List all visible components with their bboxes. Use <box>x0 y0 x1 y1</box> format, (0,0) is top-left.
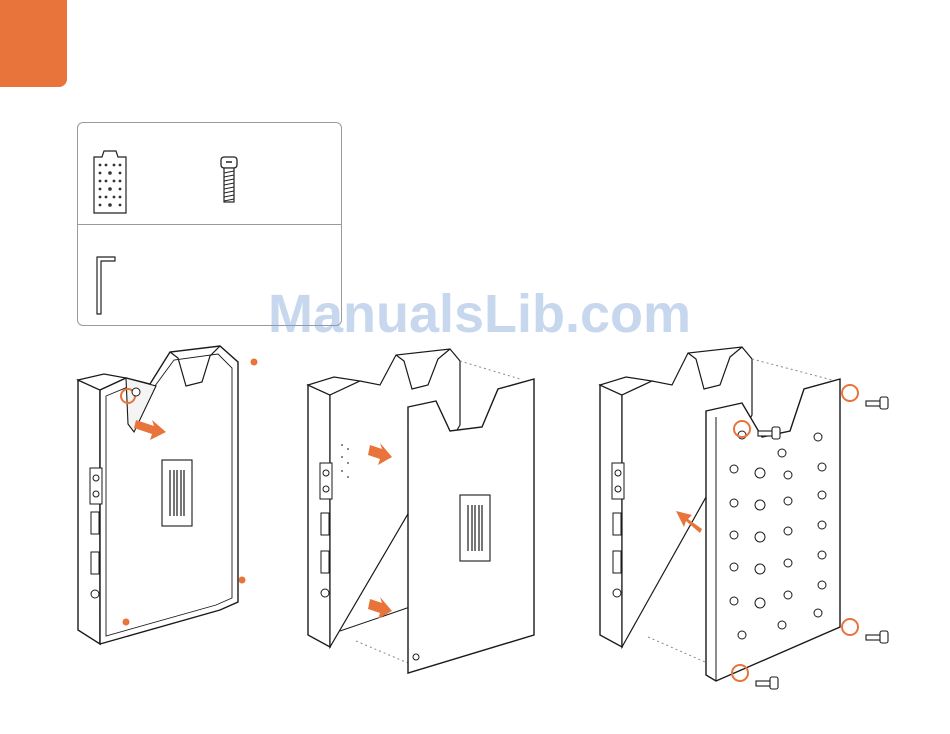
screw-icon <box>218 155 240 205</box>
remove-cover-step <box>70 340 270 650</box>
hex-key-icon <box>94 255 118 317</box>
mounting-plate-icon <box>92 149 128 215</box>
watermark: ManualsLib.com <box>268 282 698 346</box>
attach-plate-step <box>592 345 902 695</box>
cover-removed-step <box>300 345 545 675</box>
chapter-tab <box>0 0 67 87</box>
parts-divider <box>78 224 341 225</box>
